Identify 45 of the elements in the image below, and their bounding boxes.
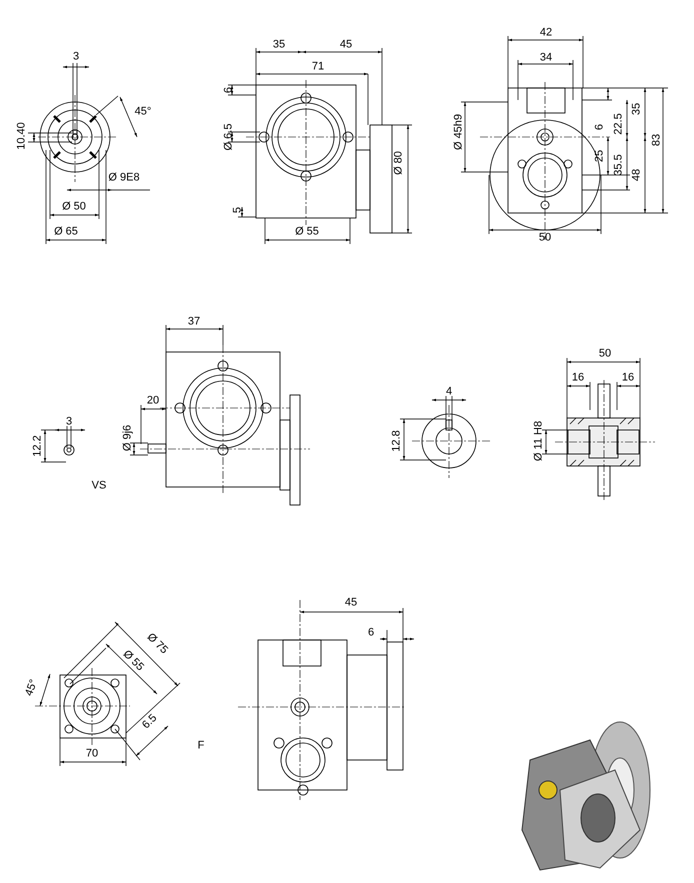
dimension-label: 35 <box>272 40 286 50</box>
dimension-label: 3 <box>66 416 72 428</box>
dimension-label: 50 <box>598 348 612 360</box>
dimension-label: 45 <box>344 598 358 608</box>
dimension-label: 5 <box>232 206 244 214</box>
dimension-label: 6.5 <box>140 712 160 732</box>
dimension-label: 16 <box>622 372 634 384</box>
dimension-label: 20 <box>146 396 160 406</box>
dimension-label: 16 <box>572 372 584 384</box>
dimension-label: 4 <box>446 386 452 398</box>
dimension-label: 70 <box>86 748 98 760</box>
dimension-label: 83 <box>652 134 662 146</box>
dimension-label: Ø 50 <box>62 202 86 212</box>
dimension-label: VS <box>92 480 106 492</box>
dimension-label: 35 <box>632 102 642 116</box>
dimension-label: Ø 9E8 <box>108 172 140 184</box>
dimension-label: Ø 75 <box>144 632 170 656</box>
dimension-label: 12.2 <box>32 435 44 457</box>
dimension-label: 3 <box>72 52 80 62</box>
dimension-label: 10.40 <box>16 122 28 150</box>
dimension-label: 6 <box>368 628 374 638</box>
dimension-label: Ø 45h9 <box>454 114 464 150</box>
dimension-label: Ø 55 <box>295 226 319 238</box>
dimension-label: 22.5 <box>614 113 624 135</box>
dimension-label: 45° <box>24 678 40 698</box>
dimension-label: Ø 65 <box>54 226 78 238</box>
dimension-label: 45° <box>134 106 152 118</box>
dimension-label: 34 <box>540 52 552 64</box>
dimension-label: Ø 55 <box>120 648 146 674</box>
dimension-label: F <box>198 740 204 752</box>
dimension-label: 71 <box>312 62 324 72</box>
dimension-label: 48 <box>632 168 642 182</box>
dimension-label: Ø 9j6 <box>122 424 134 452</box>
dimension-label: 35.5 <box>614 154 624 176</box>
dimension-label: 50 <box>538 232 552 244</box>
dimension-label: Ø 6.5 <box>224 124 234 150</box>
dimension-label: Ø 11 H8 <box>534 420 544 462</box>
dimension-label: Ø 80 <box>394 151 404 175</box>
dimension-label: 6 <box>594 124 606 130</box>
dimension-label: 37 <box>188 316 200 328</box>
dimension-label: 45 <box>340 40 352 50</box>
dimension-label: 25 <box>594 150 606 162</box>
dimension-label: 42 <box>540 28 552 38</box>
dimension-label: 12.8 <box>392 430 402 452</box>
dimension-label: 6 <box>224 86 234 94</box>
